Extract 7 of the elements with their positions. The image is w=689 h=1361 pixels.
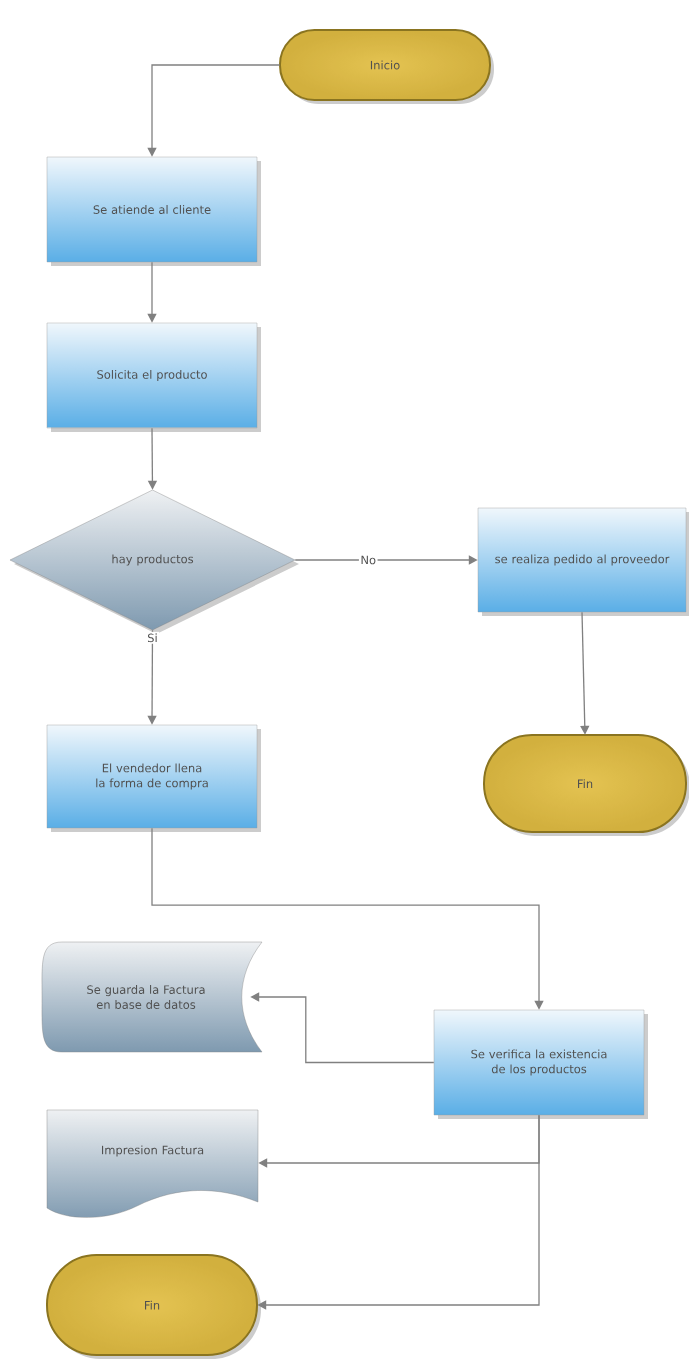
process-box: Se verifica la existencia de los productos bbox=[433, 1009, 648, 1119]
edge-label: Si bbox=[145, 631, 160, 644]
process-box: Se atiende al cliente bbox=[46, 156, 261, 266]
edge-label: No bbox=[358, 554, 378, 566]
process-box: El vendedor llena la forma de compra bbox=[46, 724, 261, 832]
process-box: se realiza pedido al proveedor bbox=[477, 507, 689, 616]
process-box: Solicita el producto bbox=[46, 322, 261, 432]
